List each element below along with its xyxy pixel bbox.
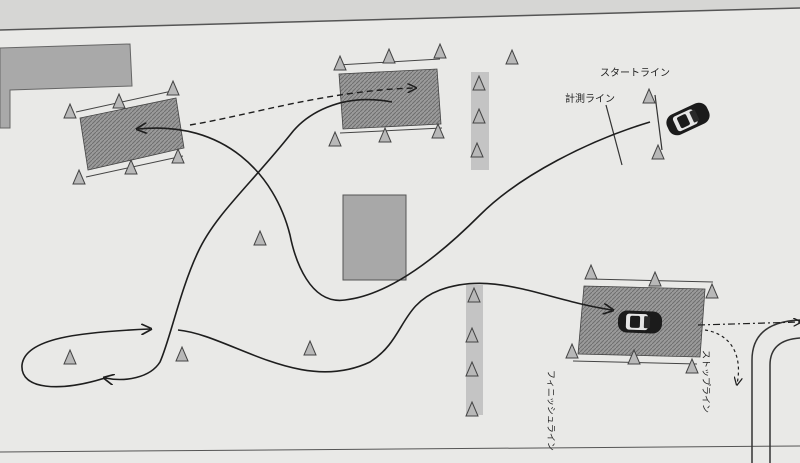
center-obstacle — [342, 194, 407, 281]
left-box — [75, 90, 185, 178]
lower-cone-strip — [466, 285, 483, 415]
exit-road-inner — [769, 337, 800, 463]
path-to-stop-box — [177, 282, 612, 373]
exit-road-outer — [751, 319, 800, 463]
path-dashed-transfer — [189, 88, 415, 126]
building-block — [0, 43, 133, 129]
path-top-box-descent — [105, 98, 393, 380]
stop-line-label: ストップライン — [700, 350, 711, 413]
start-line-label: スタートライン — [600, 67, 670, 79]
car-icon — [617, 310, 663, 334]
course-top-edge — [0, 7, 800, 31]
path-left-loop — [21, 329, 150, 388]
finish-line-label: フィニッシュライン — [545, 370, 556, 451]
path-exit-dashdot — [697, 322, 800, 325]
start-line-mark — [654, 94, 663, 151]
path-exit-dotted — [704, 329, 738, 384]
course-bottom-edge — [0, 445, 800, 453]
measure-line-label: 計測ライン — [565, 92, 615, 105]
